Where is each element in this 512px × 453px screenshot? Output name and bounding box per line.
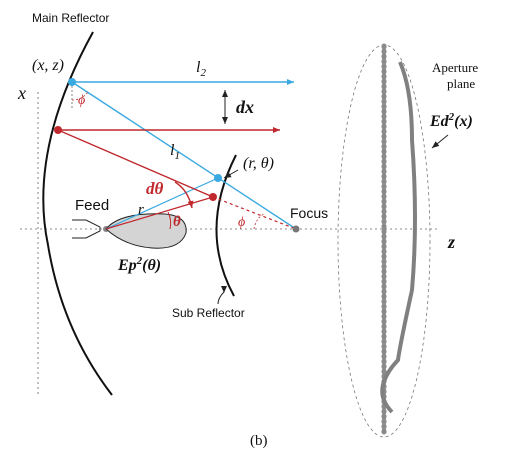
ed-argument: (x) <box>454 113 473 130</box>
phi-lower-label: ϕ <box>238 215 245 230</box>
r-label: r <box>138 202 144 218</box>
dx-label: dx <box>236 97 254 117</box>
aperture-plane-label-line2: plane <box>447 76 475 91</box>
ed-superscript: 2 <box>448 111 455 123</box>
ray-feed-red <box>105 196 214 230</box>
theta-label: θ <box>173 214 181 230</box>
ep-label: Ep2(θ) <box>117 255 161 274</box>
ed-pointer <box>431 134 449 149</box>
phi-upper-arc <box>71 91 89 101</box>
focus-point <box>292 225 300 233</box>
feed-horn <box>72 219 101 239</box>
ep-superscript: 2 <box>136 255 143 267</box>
l1-subscript: 1 <box>174 150 180 162</box>
point-main-red <box>54 126 62 134</box>
figure-caption: (b) <box>250 433 268 449</box>
z-axis-label: z <box>447 232 455 252</box>
l2-label: l2 <box>196 59 206 79</box>
point-sub-blue <box>214 174 222 182</box>
aperture-plane-label-line1: Aperture <box>432 60 478 75</box>
ray-red-dashed-to-focus <box>212 196 297 230</box>
l1-label: l1 <box>170 142 180 162</box>
main-reflector-label: Main Reflector <box>32 11 109 25</box>
point-main-blue <box>68 78 76 86</box>
theta-arc <box>167 211 172 230</box>
x-axis-label: x <box>17 83 26 103</box>
ed-label: Ed2(x) <box>429 111 473 130</box>
phi-upper-label: ϕ <box>78 93 85 108</box>
aperture-field-curve <box>380 61 417 414</box>
d-theta-label: dθ <box>146 179 164 198</box>
ep-argument: (θ) <box>142 257 161 274</box>
phi-lower-arc <box>253 213 265 230</box>
ray-feed-blue <box>105 177 219 230</box>
sub-reflector-label: Sub Reflector <box>172 306 245 320</box>
d-theta-arc <box>174 181 194 209</box>
sub-reflector-pointer-head <box>221 286 227 293</box>
feed-label: Feed <box>75 197 109 214</box>
point-xz-label: (x, z) <box>32 57 64 74</box>
ray-l1-blue <box>71 81 297 230</box>
focus-label: Focus <box>290 205 328 221</box>
point-sub-red <box>209 193 217 201</box>
ray-red-reflected <box>57 129 214 198</box>
point-r-theta-label: (r, θ) <box>243 155 274 172</box>
l2-subscript: 2 <box>200 67 206 79</box>
r-theta-pointer <box>223 169 239 179</box>
sub-reflector-pointer <box>217 291 225 305</box>
main-reflector-curve <box>42 31 113 396</box>
